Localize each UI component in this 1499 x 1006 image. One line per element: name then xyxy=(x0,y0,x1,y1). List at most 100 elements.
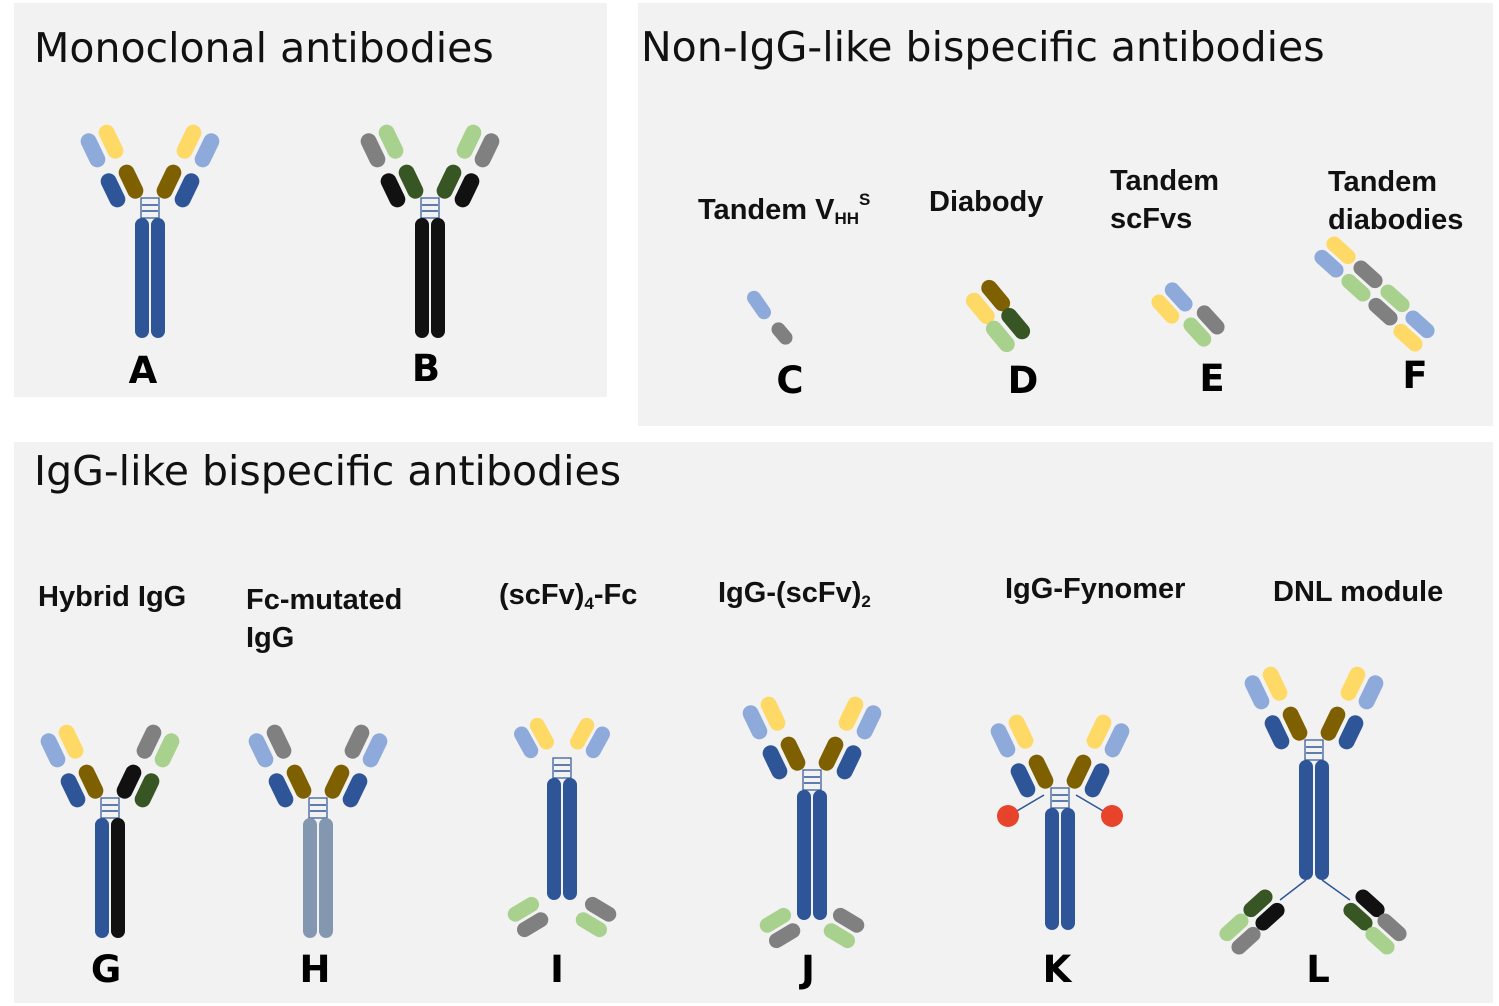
domain xyxy=(836,745,862,780)
domain xyxy=(1104,723,1130,758)
domain xyxy=(832,907,865,933)
label-tandem-vhh: Tandem VHHS xyxy=(698,190,871,228)
domain xyxy=(1183,317,1212,347)
domain xyxy=(398,164,424,199)
domain xyxy=(98,124,124,159)
domain xyxy=(134,773,160,808)
antibody-e xyxy=(1151,282,1225,347)
hinge xyxy=(802,769,822,791)
domain xyxy=(575,912,608,938)
domain xyxy=(1255,902,1285,931)
domain xyxy=(1196,305,1225,335)
fynomer-right xyxy=(1101,805,1123,827)
letter-c: C xyxy=(776,359,804,402)
heavy-chain-stem xyxy=(135,218,149,338)
domain xyxy=(570,717,595,750)
domain xyxy=(174,173,200,208)
dnl-linker xyxy=(1279,879,1307,901)
domain xyxy=(1028,754,1054,789)
domain xyxy=(1066,754,1092,789)
domain xyxy=(584,896,617,922)
domain xyxy=(990,723,1016,758)
domain xyxy=(1086,714,1112,749)
antibody-h xyxy=(248,724,388,938)
antibody-d xyxy=(965,279,1031,353)
hinge xyxy=(1304,739,1324,761)
domain xyxy=(1243,889,1273,918)
domain xyxy=(771,322,793,345)
hinge xyxy=(308,797,328,819)
heavy-chain-stem xyxy=(563,778,577,900)
label-igg-scfv2: IgG-(scFv)2 xyxy=(718,577,871,611)
domain xyxy=(342,773,368,808)
panel-title-igg-like: IgG-like bispecific antibodies xyxy=(34,447,622,495)
domain xyxy=(1355,889,1385,918)
letter-k: K xyxy=(1042,948,1072,991)
label-dnl-module: DNL module xyxy=(1273,576,1444,608)
hinge xyxy=(140,197,160,219)
domain xyxy=(1010,763,1036,798)
domain xyxy=(136,724,162,759)
heavy-chain-stem xyxy=(813,790,827,920)
domain xyxy=(1341,273,1371,302)
antibody-k xyxy=(990,714,1130,930)
domain xyxy=(760,696,786,731)
domain xyxy=(362,733,388,768)
domain xyxy=(40,733,66,768)
domain xyxy=(514,726,539,759)
antibody-c xyxy=(746,290,793,345)
fynomer-left xyxy=(997,805,1019,827)
label-scfv4-fc: (scFv)4-Fc xyxy=(499,579,638,613)
domain xyxy=(1377,913,1407,942)
heavy-chain-stem xyxy=(319,818,333,938)
heavy-chain-stem xyxy=(1315,760,1329,880)
domain xyxy=(266,724,292,759)
domain xyxy=(742,705,768,740)
letter-b: B xyxy=(411,347,441,390)
domain xyxy=(759,907,792,933)
panel-non-igg-bispecific xyxy=(638,3,1493,426)
domain xyxy=(1244,675,1270,710)
antibody-i xyxy=(507,717,617,938)
letter-l: L xyxy=(1306,948,1330,991)
domain xyxy=(58,724,84,759)
domain xyxy=(1358,675,1384,710)
domain xyxy=(1008,714,1034,749)
antibody-g xyxy=(40,724,180,938)
domain xyxy=(1264,715,1290,750)
domain xyxy=(762,745,788,780)
domain xyxy=(456,124,482,159)
domain xyxy=(380,173,406,208)
domain xyxy=(818,736,844,771)
hinge xyxy=(552,757,572,779)
antibody-f xyxy=(1314,236,1435,352)
domain xyxy=(1164,282,1193,312)
domain xyxy=(78,764,104,799)
domain xyxy=(965,292,995,325)
domain xyxy=(436,164,462,199)
heavy-chain-stem xyxy=(797,790,811,920)
domain xyxy=(516,912,549,938)
domain xyxy=(100,173,126,208)
domain xyxy=(118,164,144,199)
domain xyxy=(176,124,202,159)
domain xyxy=(60,773,86,808)
letter-h: H xyxy=(299,948,331,991)
domain xyxy=(838,696,864,731)
domain xyxy=(985,320,1015,353)
domain xyxy=(248,733,274,768)
domain xyxy=(1405,310,1435,339)
domain xyxy=(746,290,772,320)
hinge xyxy=(100,797,120,819)
domain xyxy=(1343,902,1373,931)
letter-e: E xyxy=(1199,357,1225,400)
panel-title-non-igg: Non-IgG-like bispecific antibodies xyxy=(641,23,1325,71)
dnl-linker xyxy=(1321,879,1351,901)
heavy-chain-stem xyxy=(1061,808,1075,930)
domain xyxy=(1231,926,1261,955)
domain xyxy=(1314,249,1344,278)
domain xyxy=(1262,666,1288,701)
